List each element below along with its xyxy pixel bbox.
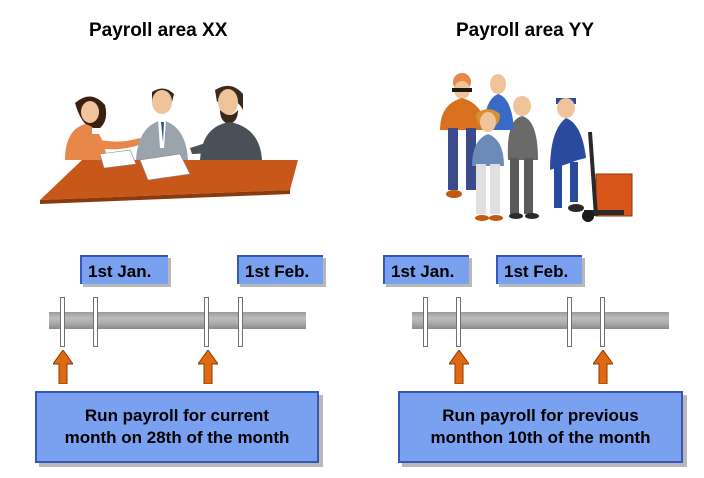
worker-figure — [440, 73, 486, 198]
timeline-tick — [93, 297, 98, 347]
up-arrow-icon — [449, 350, 469, 384]
man-middle-figure — [136, 88, 188, 160]
jan-date-label: 1st Jan. — [383, 255, 469, 284]
man-right-figure — [190, 85, 262, 160]
up-arrow-icon — [198, 350, 218, 384]
jan-date-label: 1st Jan. — [80, 255, 168, 284]
timeline-tick — [600, 297, 605, 347]
timeline-bar — [49, 312, 306, 329]
feb-date-label: 1st Feb. — [496, 255, 582, 284]
timeline-tick — [60, 297, 65, 347]
timeline-tick — [423, 297, 428, 347]
timeline-tick — [456, 297, 461, 347]
area-xx-title: Payroll area XX — [89, 20, 228, 41]
note-line: Run payroll for previous — [442, 406, 639, 425]
woman-figure — [65, 96, 142, 160]
note-line: Run payroll for current — [84, 406, 270, 425]
payroll-note-box: Run payroll for previous monthon 10th of… — [398, 391, 683, 463]
up-arrow-icon — [53, 350, 73, 384]
timeline-tick — [238, 297, 243, 347]
payroll-note-box: Run payroll for current month on 28th of… — [35, 391, 319, 463]
worker-figure — [472, 109, 504, 221]
timeline-bar — [412, 312, 669, 329]
office-meeting-clipart — [40, 85, 298, 204]
note-line: month on 28th of the month — [64, 428, 290, 447]
timeline-tick — [567, 297, 572, 347]
timeline-tick — [204, 297, 209, 347]
up-arrow-icon — [593, 350, 613, 384]
note-line: monthon 10th of the month — [430, 428, 651, 447]
area-yy-title: Payroll area YY — [456, 20, 595, 41]
worker-figure — [550, 98, 586, 212]
worker-figure — [507, 96, 539, 219]
workers-group-clipart — [440, 73, 633, 222]
feb-date-label: 1st Feb. — [237, 255, 323, 284]
